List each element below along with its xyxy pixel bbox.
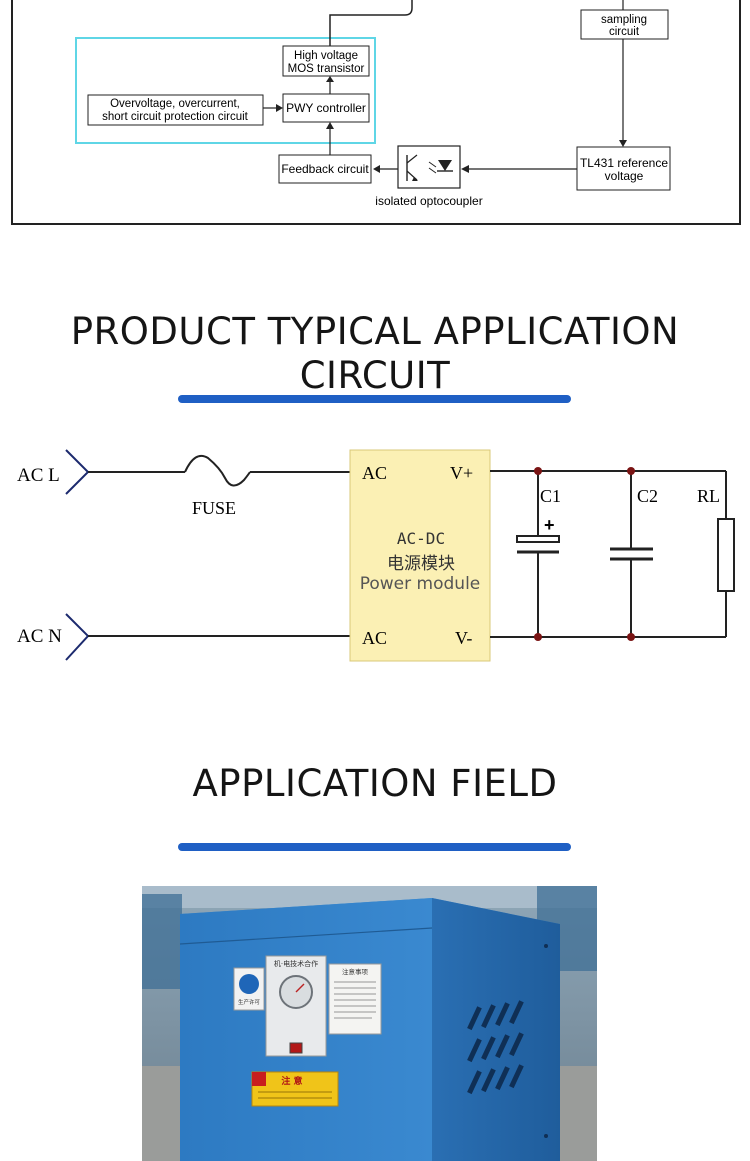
tl431-label-line1: TL431 reference — [580, 156, 668, 170]
module-ac-top-label: AC — [362, 463, 387, 483]
pwy-controller-label: PWY controller — [286, 101, 366, 115]
pwy-controller-box — [282, 93, 370, 123]
circuit-title-divider — [178, 395, 571, 403]
rl-body — [717, 518, 735, 592]
c1-plate-top — [516, 535, 560, 543]
tl431-box — [576, 146, 671, 191]
protection-circuit-box — [87, 94, 264, 126]
application-circuit: AC L FUSE AC N AC V+ AC V- AC-DC 电源模块 Po… — [17, 449, 735, 662]
air-dryer-machine-illustration: 机·电技术合作 注意事项 生产许可 注 意 — [142, 886, 597, 1161]
sampling-label-line2: circuit — [609, 26, 640, 38]
sampling-to-tl431-arrow — [619, 140, 627, 147]
node-dot — [534, 633, 542, 641]
tl431-to-opto-arrow — [461, 165, 469, 173]
rl-label: RL — [697, 486, 720, 506]
ac-n-label: AC N — [17, 626, 62, 647]
node-dot — [627, 467, 635, 475]
circuit-section-title: PRODUCT TYPICAL APPLICATION CIRCUIT — [70, 310, 680, 397]
tl431-label-line2: voltage — [605, 169, 644, 183]
module-v-plus-label: V+ — [450, 463, 473, 483]
pwy-to-mos-arrow — [326, 76, 334, 82]
mos-label-line1: High voltage — [294, 50, 358, 62]
notice-title-label: 注意事项 — [342, 967, 369, 976]
feedback-circuit-box — [278, 154, 372, 184]
c2-label: C2 — [637, 486, 658, 506]
opto-to-feedback-arrow — [373, 165, 380, 173]
module-en-label: Power module — [360, 574, 481, 594]
panel-title-label: 机·电技术合作 — [274, 959, 318, 968]
protection-label-line2: short circuit protection circuit — [102, 111, 249, 123]
warning-label-text: 注 意 — [281, 1075, 302, 1087]
ac-l-connector — [65, 449, 90, 495]
node-dot — [627, 633, 635, 641]
protection-label-line1: Overvoltage, overcurrent, — [110, 98, 240, 110]
seal-text-label: 生产许可 — [238, 998, 261, 1006]
module-cn-label: 电源模块 — [387, 554, 455, 574]
power-switch-icon — [289, 1042, 303, 1054]
ac-n-connector — [65, 613, 90, 661]
ac-l-label: AC L — [17, 465, 60, 486]
block-diagram: High voltage MOS transistor PWY controll… — [11, 0, 741, 225]
field-title-divider — [178, 843, 571, 851]
certification-seal-icon — [239, 974, 259, 994]
mos-output-wire — [329, 0, 413, 46]
fuse-label: FUSE — [192, 498, 236, 518]
c1-polarity-label: + — [544, 515, 555, 535]
fuse-symbol — [184, 454, 251, 487]
diagram-frame — [11, 0, 741, 225]
module-ac-bottom-label: AC — [362, 628, 387, 648]
mos-transistor-box — [282, 45, 370, 77]
control-group-box — [75, 37, 376, 144]
optocoupler-caption: isolated optocoupler — [375, 194, 482, 208]
module-type-label: AC-DC — [397, 529, 445, 548]
optocoupler-icon — [397, 145, 461, 189]
mos-label-line2: MOS transistor — [288, 63, 365, 75]
node-dot — [534, 467, 542, 475]
feedback-circuit-label: Feedback circuit — [281, 162, 369, 176]
power-module-box — [349, 449, 491, 662]
module-v-minus-label: V- — [455, 628, 472, 648]
sampling-label-line1: sampling — [601, 14, 647, 26]
warning-label-box — [251, 1071, 339, 1107]
feedback-to-pwy-arrow — [326, 122, 334, 129]
sampling-circuit-box — [580, 9, 669, 40]
application-photo: 机·电技术合作 注意事项 生产许可 注 意 — [142, 886, 597, 1161]
c1-label: C1 — [540, 486, 561, 506]
field-section-title: APPLICATION FIELD — [192, 762, 558, 805]
protection-to-pwy-arrow — [276, 104, 283, 112]
